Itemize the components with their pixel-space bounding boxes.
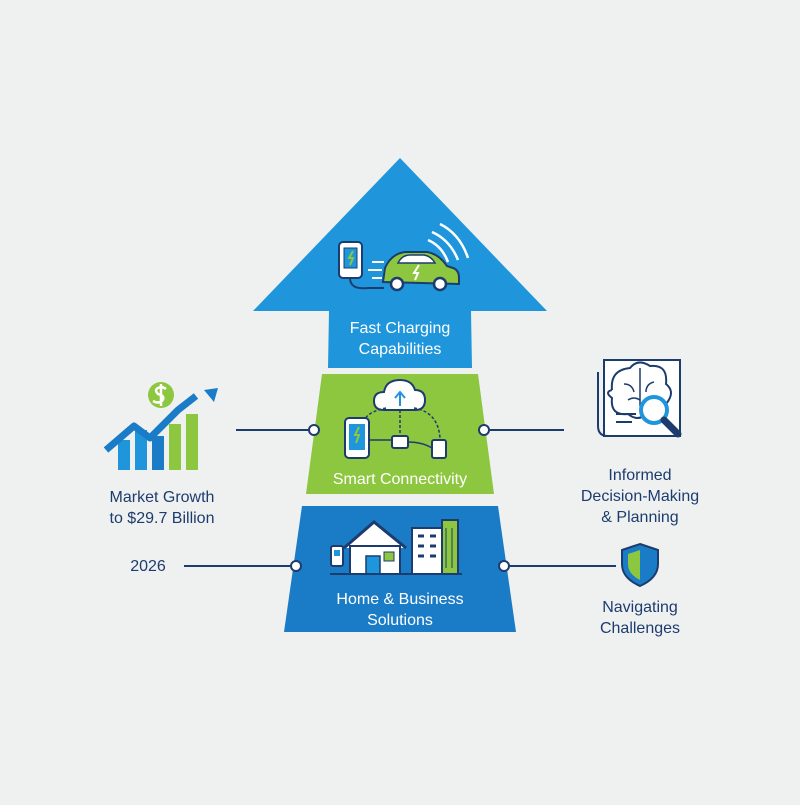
tier-bottom-line2: Solutions: [367, 612, 433, 629]
connector-nodes: [290, 424, 510, 572]
year-label: 2026: [120, 556, 176, 577]
tier-middle-label: Smart Connectivity: [300, 469, 500, 490]
market-growth-line1: Market Growth: [109, 489, 215, 506]
tier-top-label: Fast Charging Capabilities: [320, 318, 480, 360]
brain-magnifier-icon: [597, 359, 682, 438]
node-market: [308, 424, 320, 436]
growth-chart-dollar-icon: [103, 382, 218, 470]
node-challenges: [498, 560, 510, 572]
shield-icon: [621, 542, 659, 588]
year-text: 2026: [130, 558, 166, 575]
tier-top-line1: Fast Charging: [349, 320, 451, 337]
tier-bottom-line1: Home & Business: [336, 591, 464, 608]
decision-making-label: Informed Decision-Making & Planning: [555, 465, 725, 528]
decision-line3: & Planning: [601, 509, 679, 526]
challenges-line1: Navigating: [602, 599, 678, 616]
challenges-label: Navigating Challenges: [570, 597, 710, 639]
market-growth-line2: to $29.7 Billion: [109, 510, 215, 527]
node-year: [290, 560, 302, 572]
cloud-connected-devices-icon: [344, 378, 447, 459]
tier-bottom-label: Home & Business Solutions: [300, 589, 500, 631]
node-decision: [478, 424, 490, 436]
tier-top-line2: Capabilities: [358, 341, 442, 358]
decision-line1: Informed: [608, 467, 672, 484]
challenges-line2: Challenges: [599, 620, 681, 637]
decision-line2: Decision-Making: [580, 488, 700, 505]
tier-middle-line1: Smart Connectivity: [332, 471, 468, 488]
ev-charging-car-icon: [338, 222, 470, 292]
market-growth-label: Market Growth to $29.7 Billion: [82, 487, 242, 529]
tier-middle: [306, 374, 494, 494]
home-business-building-icon: [330, 519, 462, 575]
connector-lines: [184, 429, 616, 567]
